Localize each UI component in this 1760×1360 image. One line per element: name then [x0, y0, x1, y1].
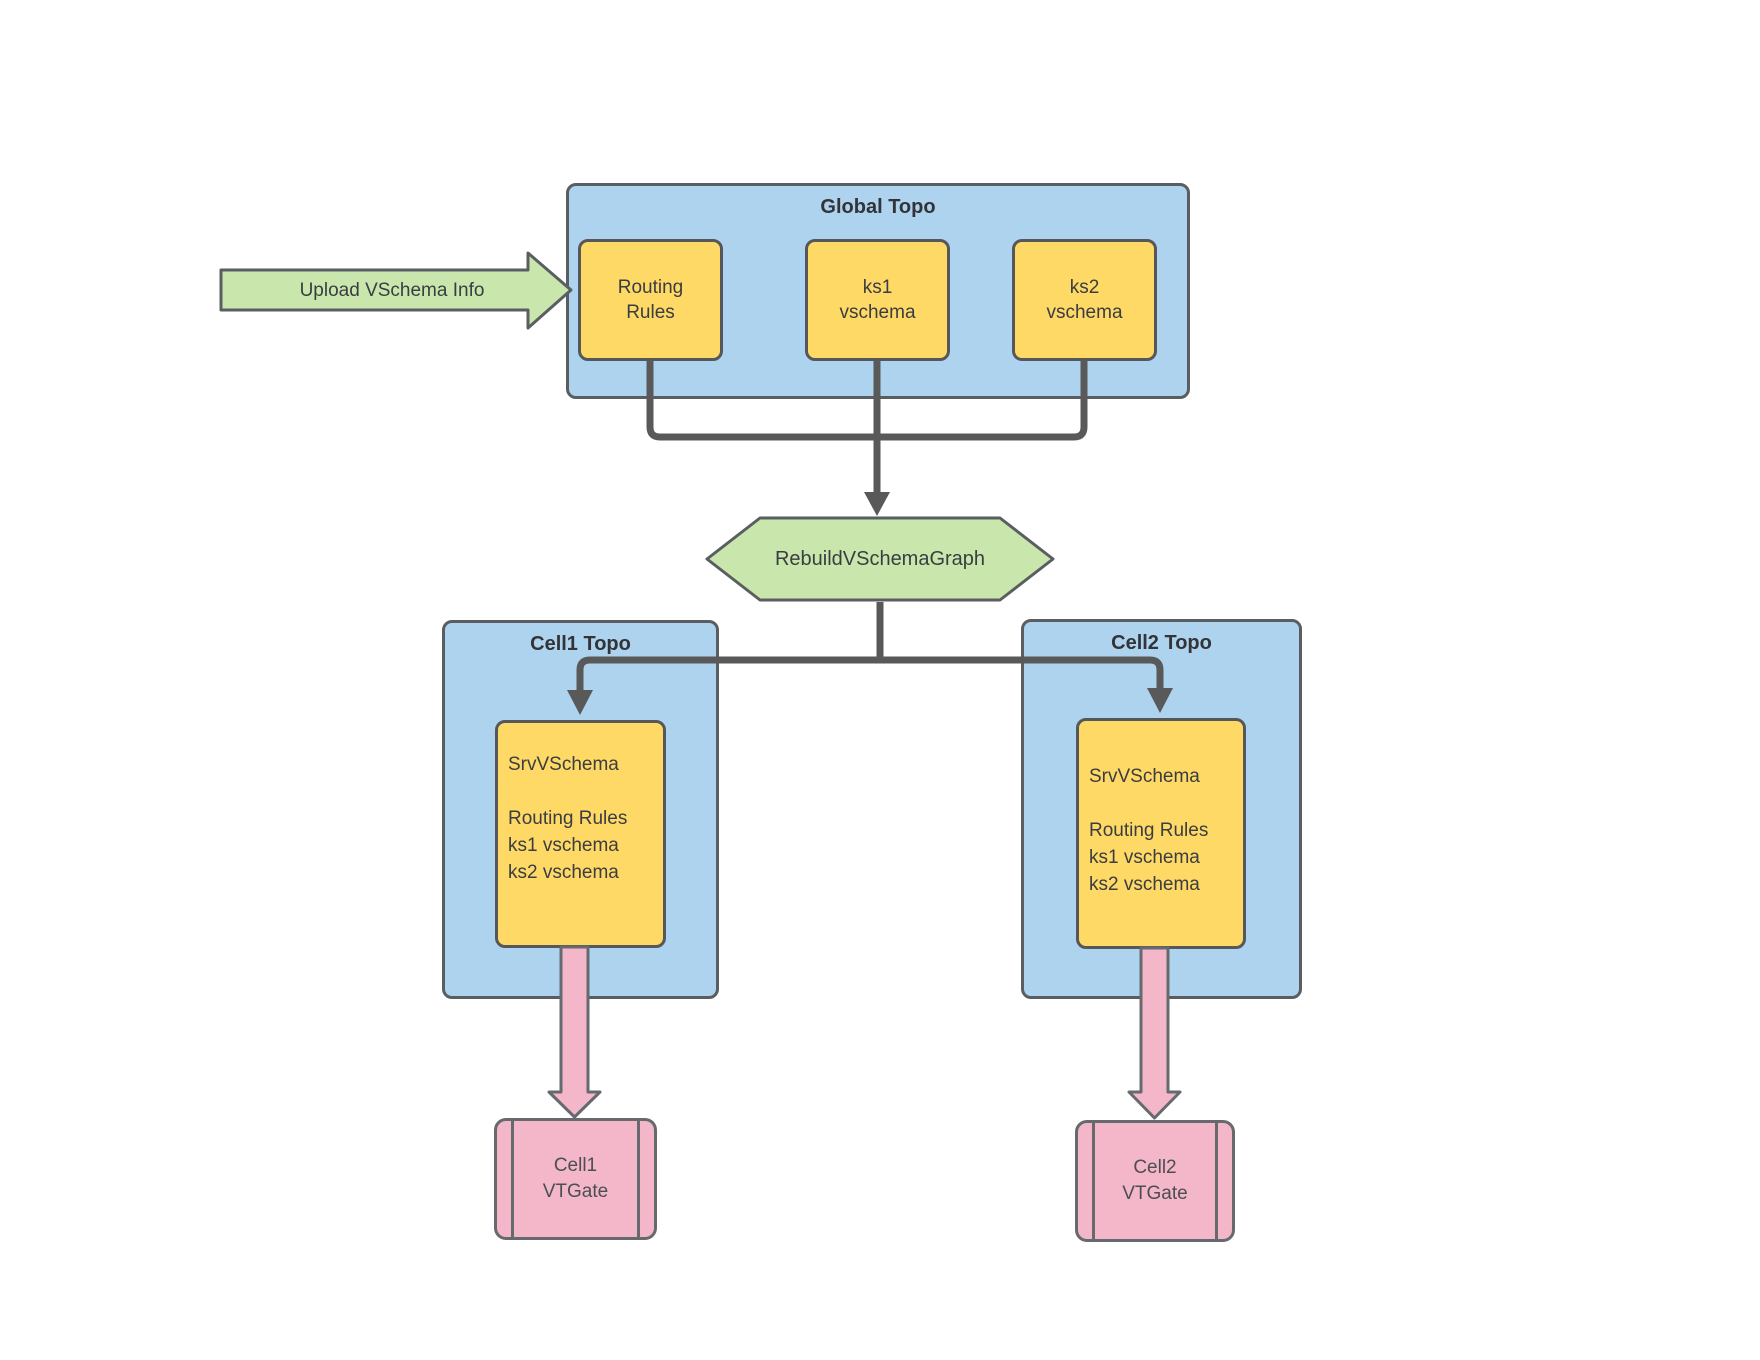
routing-rules-node: Routing Rules — [578, 239, 723, 361]
cell1-topo-title: Cell1 Topo — [530, 633, 631, 655]
cell2-topo-title: Cell2 Topo — [1111, 632, 1212, 654]
ks2-vschema-node: ks2 vschema — [1012, 239, 1157, 361]
global-topo-title: Global Topo — [820, 196, 936, 218]
cell2-vtgate-node: Cell2 VTGate — [1075, 1120, 1235, 1242]
cell2-flow-arrow — [1127, 946, 1182, 1120]
cell1-vtgate-node: Cell1 VTGate — [494, 1118, 657, 1240]
rebuild-vschema-label: RebuildVSchemaGraph — [774, 547, 986, 570]
upload-vschema-arrow — [219, 251, 573, 330]
upload-vschema-label: Upload VSchema Info — [299, 279, 485, 301]
connector-merge-line — [646, 360, 1088, 441]
rebuild-vschema-hexagon — [705, 516, 1055, 602]
cell1-flow-arrow — [547, 945, 602, 1119]
cell2-srvvschema-node: SrvVSchema Routing Rules ks1 vschema ks2… — [1076, 718, 1246, 949]
connector-split-line — [576, 656, 1164, 692]
cell1-arrowhead-icon — [567, 690, 593, 715]
cell2-arrowhead-icon — [1147, 688, 1173, 713]
connector-drop-arrowhead-icon — [864, 492, 890, 516]
ks1-vschema-node: ks1 vschema — [805, 239, 950, 361]
